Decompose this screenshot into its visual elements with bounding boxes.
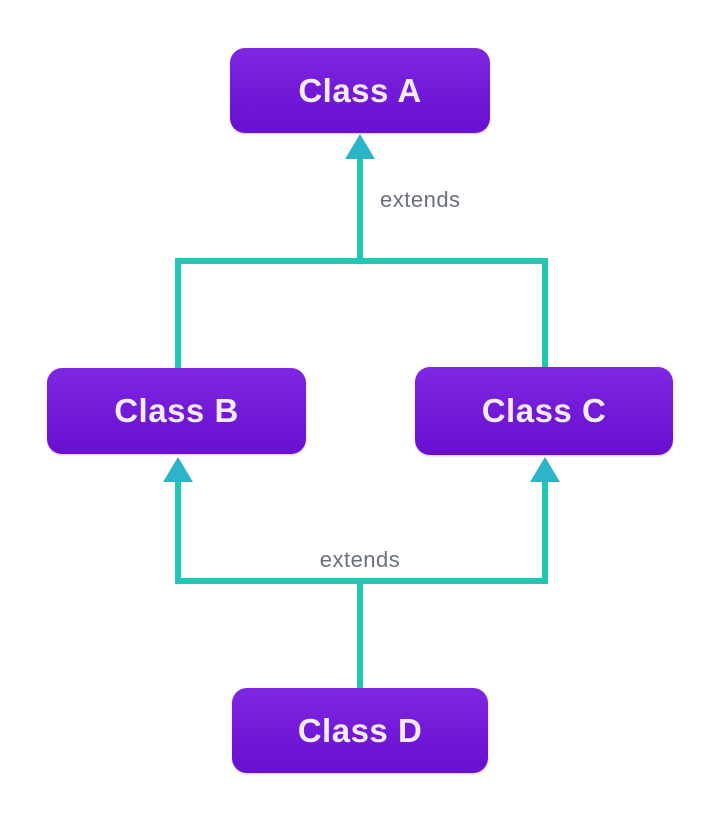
node-class-a: Class A xyxy=(230,48,490,133)
node-class-c-label: Class C xyxy=(481,392,607,429)
node-class-a-label: Class A xyxy=(298,71,422,109)
edge-label-extends-top: extends xyxy=(380,187,461,212)
edge-bc-to-a-stem xyxy=(357,156,363,264)
edge-b-branch-line xyxy=(175,258,181,368)
edge-d-to-c-stem xyxy=(542,480,548,584)
arrow-up-icon xyxy=(530,457,560,482)
edge-d-to-b-stem xyxy=(175,480,181,584)
edge-d-stem xyxy=(357,578,363,688)
node-class-d-label: Class D xyxy=(297,711,423,749)
edge-bc-to-a-horizontal xyxy=(175,258,548,264)
arrow-up-icon xyxy=(345,134,375,159)
edge-label-extends-bottom: extends xyxy=(319,547,401,572)
node-class-b: Class B xyxy=(47,368,306,454)
edge-c-branch-line xyxy=(542,258,548,367)
node-class-c: Class C xyxy=(415,367,673,455)
node-class-b-label: Class B xyxy=(114,392,239,429)
node-class-d: Class D xyxy=(232,688,488,773)
arrow-up-icon xyxy=(163,457,193,482)
